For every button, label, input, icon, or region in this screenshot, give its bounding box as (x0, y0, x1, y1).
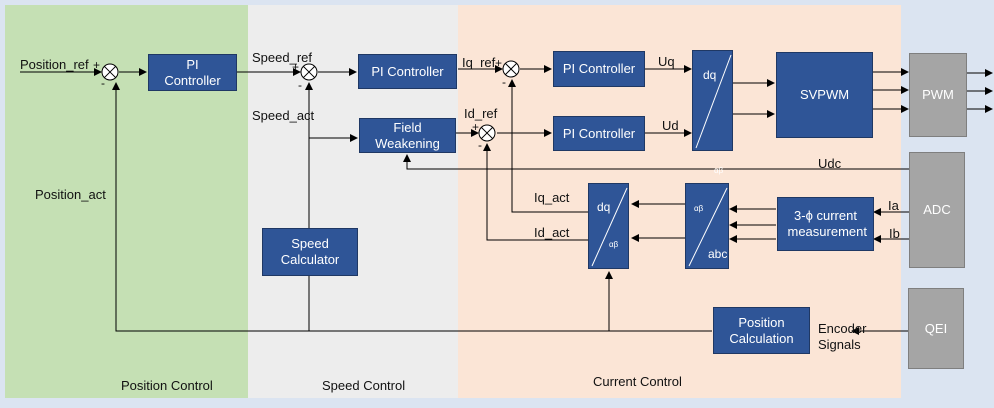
current-measurement-label: 3-ϕ current measurement (787, 207, 867, 239)
sum1-minus-sign: - (101, 76, 105, 90)
sum2-minus-sign: - (298, 78, 302, 92)
current-control-label: Current Control (593, 374, 682, 389)
speed-calculator-label: Speed Calculator (280, 236, 340, 267)
position-calculation-label: Position Calculation (729, 314, 794, 346)
pwm-peripheral: PWM (909, 53, 967, 137)
pi-position-controller-label: PI Controller (164, 56, 221, 88)
position-calculation-block: Position Calculation (713, 307, 810, 354)
adc-label: ADC (923, 202, 951, 218)
diagonal-line-icon (695, 54, 732, 149)
diagonal-line-icon (591, 187, 628, 267)
ia-label: Ia (888, 198, 899, 213)
wire-position-act (112, 82, 712, 332)
pi-position-controller: PI Controller (148, 54, 237, 91)
pwm-label: PWM (922, 87, 954, 103)
alphabeta-to-dq-transform: dq αβ (588, 183, 629, 269)
circle-cross-icon (101, 63, 119, 81)
alphabeta-label: αβ (609, 240, 619, 249)
id-act-label: Id_act (534, 225, 570, 240)
udc-label: Udc (818, 156, 842, 171)
alphabeta-label: αβ (714, 166, 724, 175)
pi-iq-controller-label: PI Controller (562, 61, 636, 77)
position-act-label: Position_act (35, 187, 106, 202)
pi-speed-controller-label: PI Controller (371, 63, 444, 79)
ud-label: Ud (662, 118, 679, 133)
abc-label: abc (708, 247, 728, 261)
sum2-plus-sign: + (292, 60, 300, 74)
dq-to-alphabeta-transform: dq αβ (692, 50, 733, 175)
sum3-minus-sign: - (502, 75, 506, 89)
position-control-label: Position Control (121, 378, 213, 393)
wire-udc (403, 154, 909, 170)
speed-control-label: Speed Control (322, 378, 406, 393)
sum3-plus-sign: + (495, 56, 503, 70)
sum4-plus-sign: + (472, 120, 480, 134)
svpwm-label: SVPWM (799, 87, 850, 103)
current-measurement-block: 3-ϕ current measurement (777, 197, 874, 251)
circle-cross-icon (300, 63, 318, 81)
wire-id-act (483, 143, 588, 241)
pi-id-controller-label: PI Controller (562, 125, 636, 141)
pi-speed-controller: PI Controller (358, 54, 457, 89)
sum4-minus-sign: - (478, 138, 482, 152)
speed-act-label: Speed_act (252, 108, 315, 123)
encoder-signals-label: Encoder Signals (818, 321, 867, 352)
speed-calculator-block: Speed Calculator (262, 228, 358, 276)
summing-junctions (101, 60, 520, 142)
uq-label: Uq (658, 54, 675, 69)
position-ref-label: Position_ref (20, 57, 89, 72)
speed-ref-label: Speed_ref (252, 50, 312, 65)
qei-peripheral: QEI (908, 288, 964, 369)
iq-act-label: Iq_act (534, 190, 570, 205)
ib-label: Ib (889, 226, 900, 241)
circle-cross-icon (478, 124, 496, 142)
circle-cross-icon (502, 60, 520, 78)
field-weakening-block: Field Weakening (359, 118, 456, 153)
sum1-plus-sign: + (93, 58, 101, 72)
adc-peripheral: ADC (909, 152, 965, 268)
diagonal-line-icon (688, 187, 728, 267)
svpwm-block: SVPWM (776, 52, 873, 138)
field-weakening-label: Field Weakening (375, 119, 440, 151)
alphabeta-label: αβ (694, 204, 704, 213)
pi-id-controller: PI Controller (553, 116, 645, 151)
qei-label: QEI (924, 320, 948, 336)
id-ref-label: Id_ref (464, 106, 498, 121)
wire-iq-act (508, 79, 588, 213)
dq-label: dq (703, 68, 717, 82)
iq-ref-label: Iq_ref (462, 55, 496, 70)
dq-label: dq (597, 200, 611, 214)
pi-iq-controller: PI Controller (553, 51, 645, 87)
abc-to-alphabeta-transform: αβ abc (685, 183, 729, 269)
